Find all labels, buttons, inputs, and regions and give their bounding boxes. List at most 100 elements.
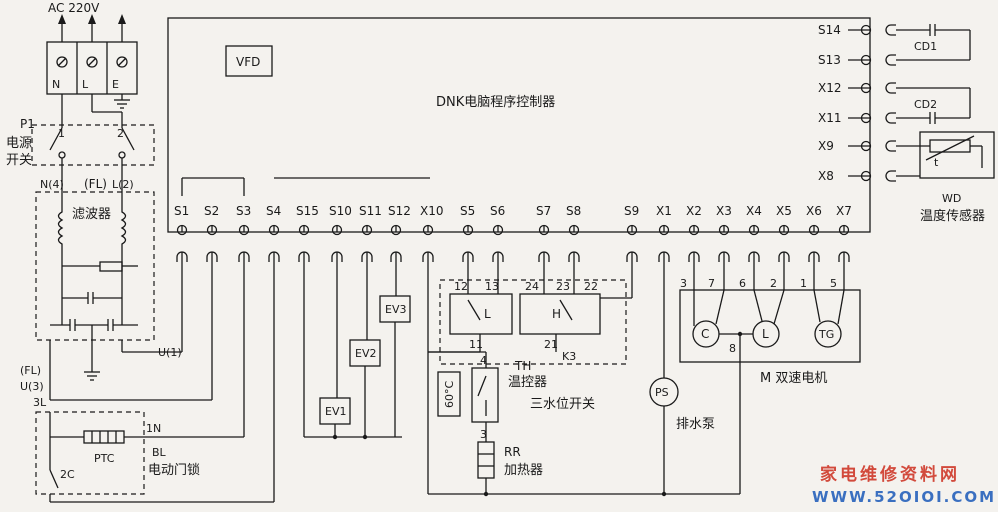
motor-pin-2: 2 — [770, 277, 777, 290]
terminal-s14: S14 — [818, 23, 896, 37]
valve-group: EV1 EV2 EV3 — [303, 262, 411, 440]
ws-level-h: H — [552, 307, 561, 321]
pump-tag: PS — [655, 386, 669, 399]
filter-l2-label: L(2) — [112, 178, 134, 191]
filter-u1-label: U(1) — [158, 346, 182, 359]
thermostat-box — [471, 367, 499, 423]
terminal-label: S9 — [624, 204, 639, 218]
heater-name: 加热器 — [504, 463, 543, 478]
controller-title: DNK电脑程序控制器 — [436, 95, 555, 110]
th-pin-4: 4 — [480, 354, 487, 367]
terminal-x3: X3 — [716, 204, 732, 262]
ptc-label: PTC — [94, 452, 115, 465]
th-name: 温控器 — [508, 375, 547, 390]
terminal-x2: X2 — [686, 204, 702, 262]
lock-name: 电动门锁 — [148, 462, 200, 478]
ws-pin-23: 23 — [556, 280, 570, 293]
motor-pin-3: 3 — [680, 277, 687, 290]
heater-tag: RR — [504, 445, 521, 459]
terminal-x6: X6 — [806, 204, 822, 262]
terminal-s12: S12 — [388, 204, 411, 262]
terminal-l-label: L — [82, 78, 89, 91]
terminal-s7: S7 — [536, 204, 551, 262]
motor-pin-1: 1 — [800, 277, 807, 290]
ws-pin-12: 12 — [454, 280, 468, 293]
ws-pin-11: 11 — [469, 338, 483, 351]
terminal-s4: S4 — [266, 204, 281, 262]
terminal-label: S7 — [536, 204, 551, 218]
ws-pin-24: 24 — [525, 280, 539, 293]
power-terminal-block: AC 220V N L E — [46, 1, 138, 128]
temperature-sensor: t WD 温度传感器 — [896, 131, 995, 224]
level-h-box — [519, 293, 601, 335]
lock-2c-label: 2C — [60, 468, 75, 481]
sensor-frame — [919, 131, 995, 179]
terminal-s8: S8 — [566, 204, 581, 262]
cap-cd2-label: CD2 — [914, 98, 937, 111]
terminal-s10: S10 — [329, 204, 352, 262]
motor-pin-8: 8 — [729, 342, 736, 355]
terminal-label: S8 — [566, 204, 581, 218]
watermark-cn: 家电维修资料网 — [820, 464, 960, 485]
thermostat-heater: 4 60°C TH 温控器 3 RR 加热器 — [428, 351, 740, 497]
filter-fl-out-label: (FL) — [20, 364, 41, 377]
pump-name: 排水泵 — [676, 417, 715, 432]
terminal-label: S1 — [174, 204, 189, 218]
filter-tag: (FL) — [84, 177, 107, 191]
motor-c-label: C — [701, 327, 709, 341]
motor-pin-6: 6 — [739, 277, 746, 290]
terminal-label: X8 — [818, 169, 834, 183]
water-level-switch: 12 13 11 24 23 22 21 L H K3 三水位开关 — [427, 262, 633, 494]
ws-k3-label: K3 — [562, 350, 576, 363]
watermark: 家电维修资料网 WWW.52OIOI.COM — [812, 464, 994, 506]
ws-name: 三水位开关 — [530, 397, 595, 412]
terminal-label: X3 — [716, 204, 732, 218]
terminal-e-label: E — [112, 78, 119, 91]
filter-name: 滤波器 — [72, 207, 111, 222]
motor-tg-label: TG — [818, 328, 834, 341]
terminal-label: S12 — [388, 204, 411, 218]
p1-dashed-frame — [31, 124, 155, 166]
terminal-label: X11 — [818, 111, 842, 125]
capacitors: CD1 CD2 — [896, 24, 971, 124]
terminal-label: S13 — [818, 53, 841, 67]
ws-pin-21: 21 — [544, 338, 558, 351]
ws-pin-13: 13 — [485, 280, 499, 293]
terminal-label: X12 — [818, 81, 842, 95]
terminal-label: S10 — [329, 204, 352, 218]
terminal-x4: X4 — [746, 204, 762, 262]
ac-220v-label: AC 220V — [48, 1, 100, 15]
terminal-label: S14 — [818, 23, 841, 37]
ws-pin-22: 22 — [584, 280, 598, 293]
water-switch-dashed-frame — [439, 279, 627, 365]
terminal-label: S6 — [490, 204, 505, 218]
terminal-s11: S11 — [359, 204, 382, 262]
thermistor — [929, 139, 971, 153]
th-temp-label: 60°C — [443, 381, 456, 408]
sensor-t-label: t — [934, 156, 939, 169]
th-pin-3: 3 — [480, 428, 487, 441]
valve-ev2-label: EV2 — [355, 347, 376, 360]
terminal-label: S4 — [266, 204, 281, 218]
drain-pump: PS 排水泵 — [649, 262, 715, 494]
motor-name: M 双速电机 — [760, 371, 827, 386]
terminal-label: X4 — [746, 204, 762, 218]
terminal-x1: X1 — [656, 204, 672, 262]
lock-dashed-frame — [35, 411, 145, 495]
vfd-box — [225, 45, 273, 77]
sensor-name: 温度传感器 — [920, 208, 985, 224]
terminal-n-label: N — [52, 78, 60, 91]
cap-cd1-label: CD1 — [914, 40, 937, 53]
motor-pin-5: 5 — [830, 277, 837, 290]
p1-name-top: 电源 — [6, 136, 32, 151]
terminal-x11: X11 — [818, 111, 896, 125]
sensor-tag: WD — [942, 192, 961, 205]
filter-fl: N(4) L(2) (FL) 滤波器 U(1) (FL) U(3) 3L — [20, 177, 183, 409]
terminal-label: X9 — [818, 139, 834, 153]
terminal-s13: S13 — [818, 53, 896, 67]
terminal-label: X5 — [776, 204, 792, 218]
terminal-x5: X5 — [776, 204, 792, 262]
